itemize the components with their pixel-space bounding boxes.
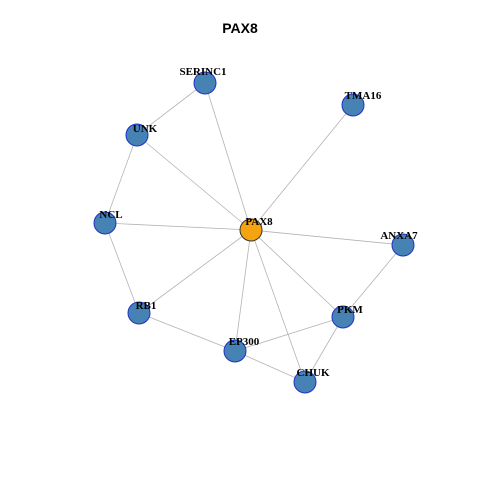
- node-label-chuk: CHUK: [297, 367, 330, 379]
- edge-ep300-chuk: [234, 350, 306, 383]
- edge-pax8-tma16: [250, 104, 354, 231]
- node-label-pax8: PAX8: [245, 216, 273, 228]
- node-serinc1[interactable]: [193, 71, 217, 95]
- edge-serinc1-unk: [136, 82, 206, 136]
- graph-title: PAX8: [222, 20, 258, 36]
- edge-pax8-chuk: [250, 229, 306, 383]
- node-ep300[interactable]: [223, 339, 247, 363]
- edge-unk-ncl: [104, 134, 138, 224]
- edge-pax8-ep300: [234, 229, 252, 352]
- node-anxa7[interactable]: [391, 233, 415, 257]
- node-chuk[interactable]: [293, 370, 317, 394]
- node-ncl[interactable]: [93, 211, 117, 235]
- edge-pax8-rb1: [138, 229, 252, 314]
- node-tma16[interactable]: [341, 93, 365, 117]
- node-rb1[interactable]: [127, 301, 151, 325]
- node-pax8[interactable]: [239, 218, 263, 242]
- edge-pax8-pkm: [250, 229, 344, 318]
- node-label-tma16: TMA16: [345, 90, 382, 102]
- node-label-anxa7: ANXA7: [380, 230, 418, 242]
- node-pkm[interactable]: [331, 305, 355, 329]
- edge-ncl-rb1: [104, 222, 140, 314]
- node-label-unk: UNK: [133, 123, 158, 135]
- node-label-rb1: RB1: [136, 300, 157, 312]
- node-label-ep300: EP300: [229, 336, 260, 348]
- edge-pax8-anxa7: [250, 229, 404, 246]
- edge-pkm-chuk: [304, 316, 344, 383]
- node-layer: [93, 71, 415, 394]
- edge-pax8-unk: [136, 134, 252, 231]
- node-label-ncl: NCL: [99, 209, 122, 221]
- edge-pkm-anxa7: [342, 244, 404, 318]
- node-label-serinc1: SERINC1: [179, 66, 226, 78]
- node-unk[interactable]: [125, 123, 149, 147]
- edge-pax8-serinc1: [204, 82, 252, 231]
- edge-pax8-ncl: [104, 222, 252, 231]
- edge-rb1-ep300: [138, 312, 236, 352]
- node-label-pkm: PKM: [337, 304, 363, 316]
- edge-layer: [104, 82, 404, 383]
- edge-ep300-pkm: [234, 316, 344, 352]
